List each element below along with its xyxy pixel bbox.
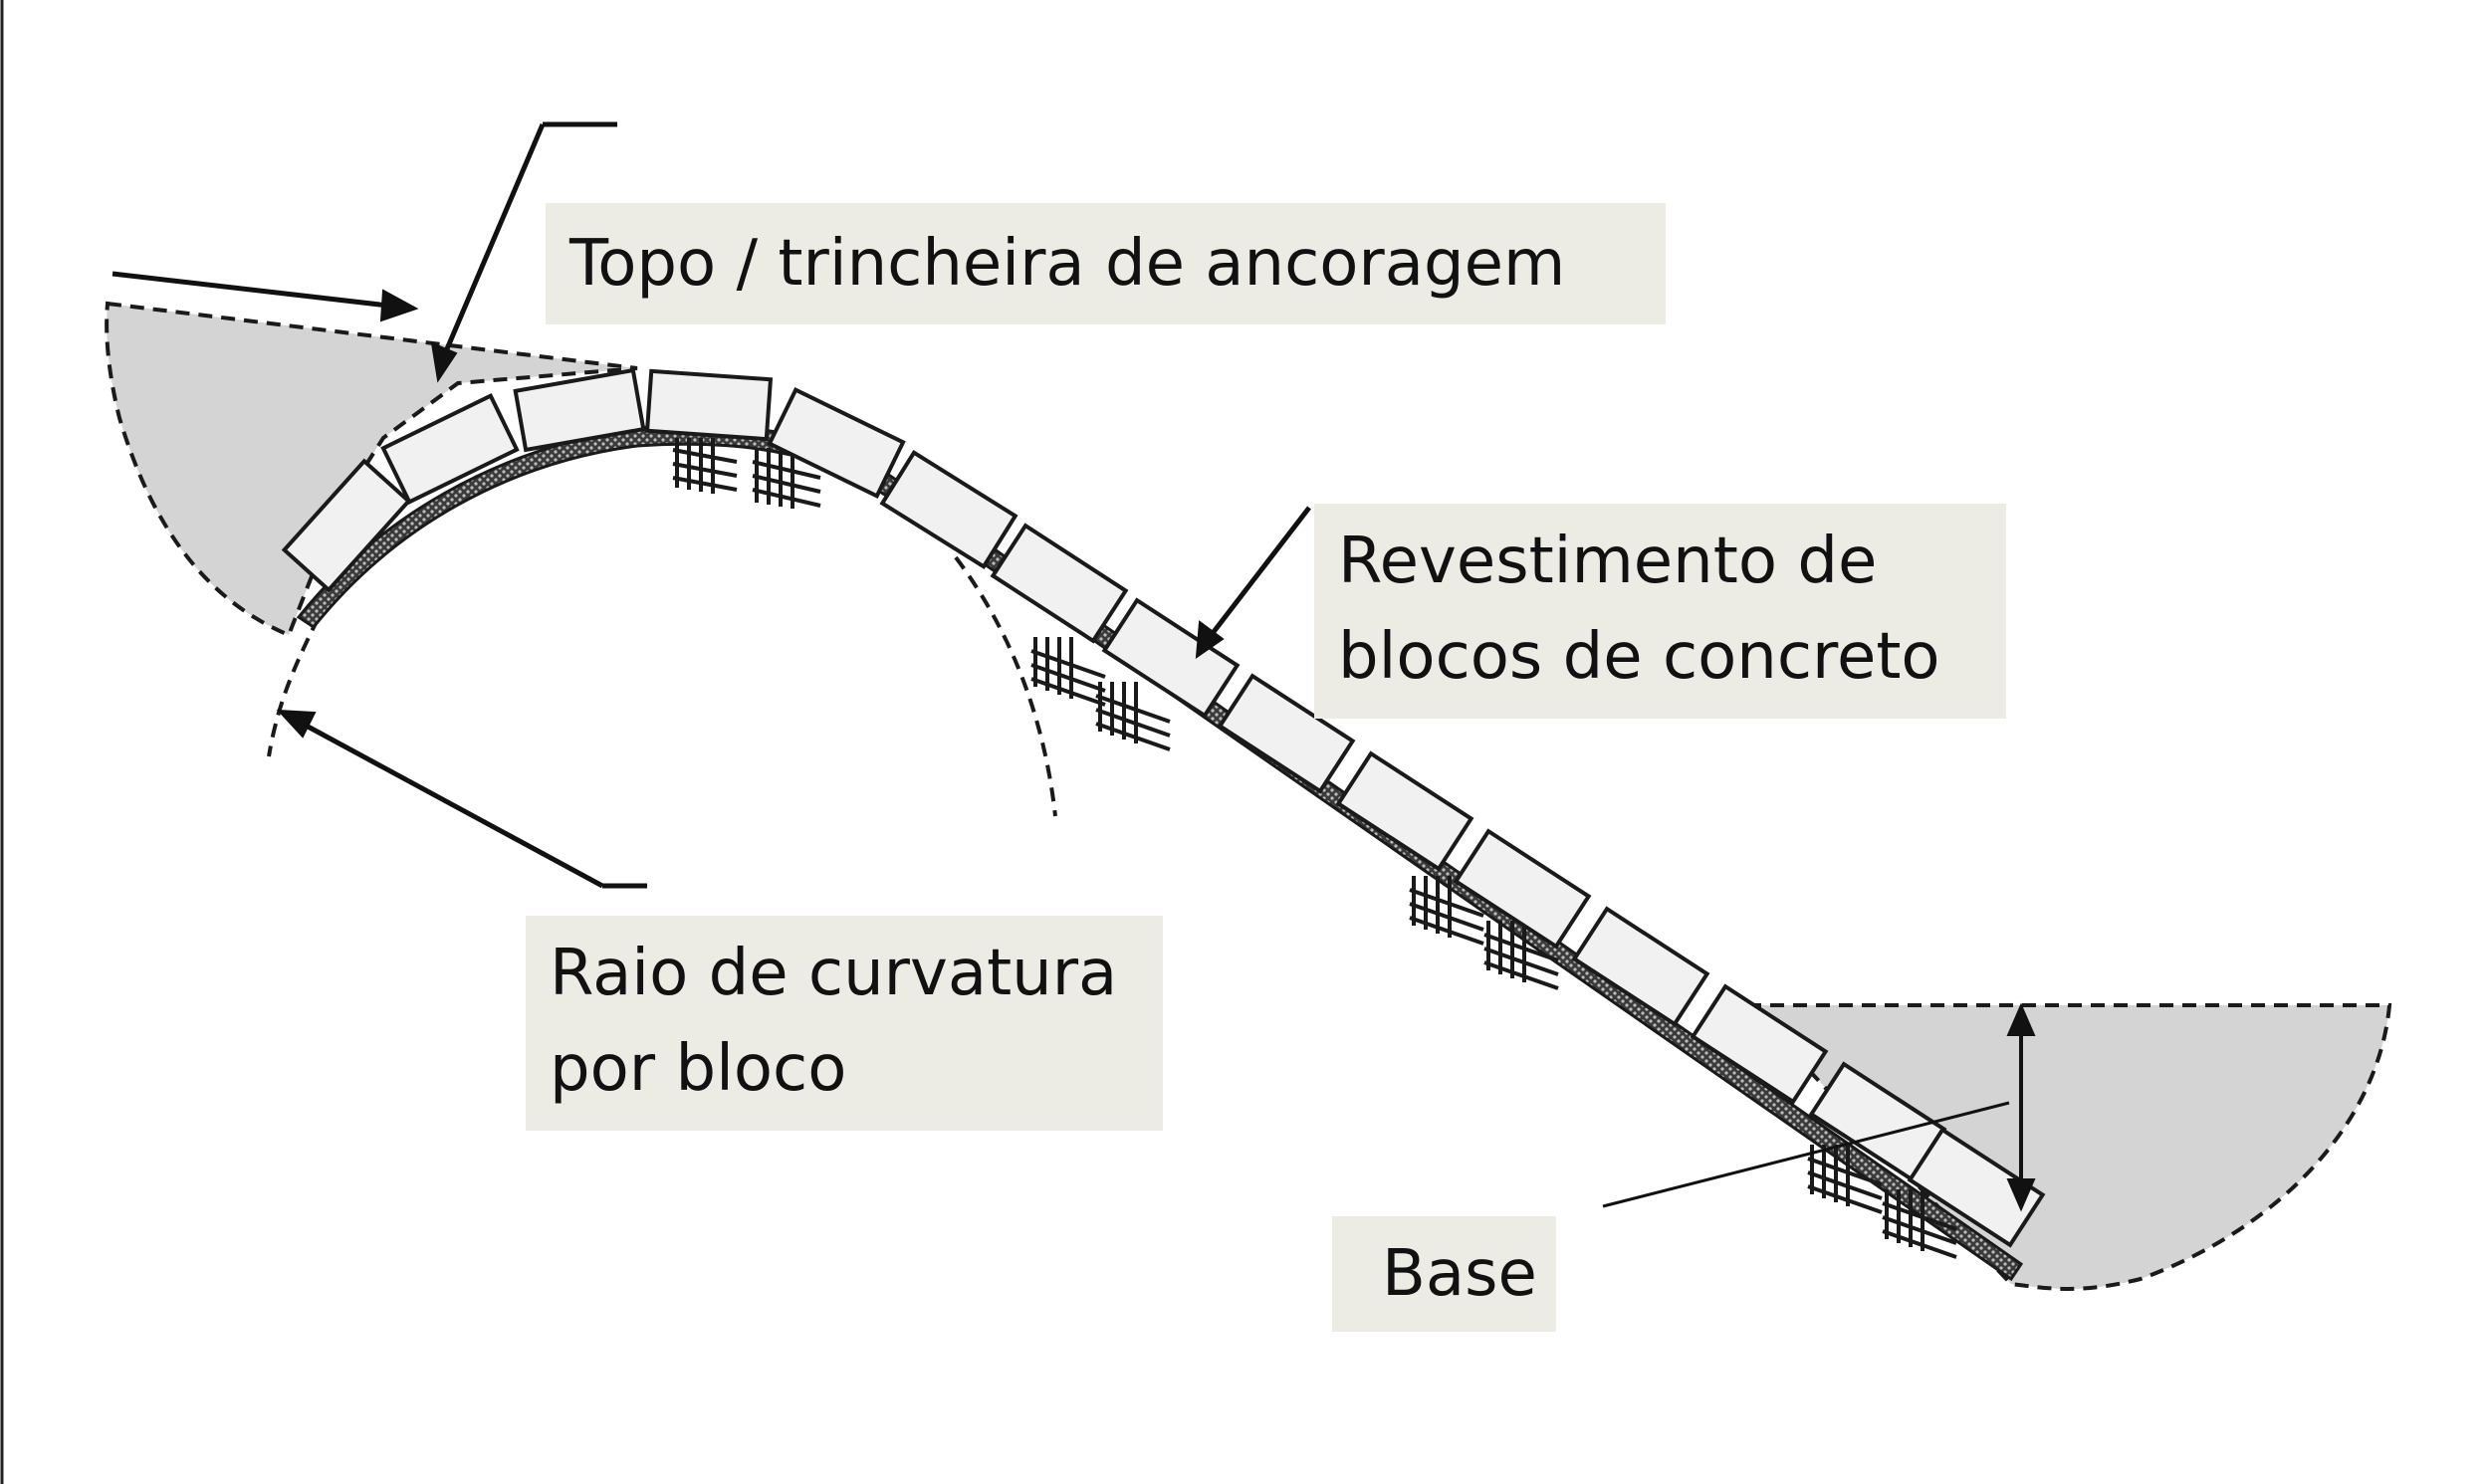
lining-leader-arrowhead xyxy=(1195,620,1225,660)
label-block-lining-line-1: Revestimento de xyxy=(1338,525,1878,598)
label-block-lining: Revestimento de blocos de concreto xyxy=(1314,504,2006,719)
curvature-arc-left xyxy=(267,596,331,757)
base-dimension-arrow-bottom xyxy=(2006,1178,2036,1212)
anchor-4 xyxy=(1095,682,1171,751)
anchor-3 xyxy=(1030,637,1106,707)
label-base: Base xyxy=(1332,1216,1556,1332)
radius-leader-diagonal xyxy=(297,719,604,889)
concrete-block-9 xyxy=(1217,673,1356,794)
concrete-block-4 xyxy=(644,368,774,442)
flow-arrow-head xyxy=(379,289,419,322)
concrete-block-8 xyxy=(1101,597,1241,719)
concrete-blocks xyxy=(281,367,2046,1248)
concrete-block-6 xyxy=(879,450,1018,569)
label-anchor-trench-text: Topo / trincheira de ancoragem xyxy=(569,227,1566,301)
concrete-block-11 xyxy=(1453,828,1592,950)
concrete-block-1 xyxy=(281,458,412,593)
concrete-block-10 xyxy=(1335,750,1474,872)
radius-leader-arrowhead xyxy=(276,709,317,739)
label-block-lining-line-2: blocos de concreto xyxy=(1338,620,1940,694)
base-dimension-arrow-top xyxy=(2006,1002,2036,1036)
flow-arrow-line xyxy=(112,271,389,309)
base-leader-line xyxy=(1602,1101,2010,1208)
label-curvature-radius-line-1: Raio de curvatura xyxy=(550,937,1118,1010)
top-leader-arrowhead xyxy=(430,341,458,383)
anchor-7 xyxy=(1807,1145,1883,1214)
leader-lines xyxy=(112,121,2036,1212)
concrete-block-12 xyxy=(1571,906,1710,1027)
concrete-block-3 xyxy=(513,367,646,453)
lining-leader-line xyxy=(1208,506,1311,639)
anchor-2 xyxy=(752,448,821,509)
anchor-5 xyxy=(1409,876,1484,946)
concrete-block-13 xyxy=(1690,983,1829,1105)
concrete-block-7 xyxy=(990,523,1129,644)
upper-soil-region xyxy=(105,301,638,638)
top-leader-diagonal xyxy=(440,123,546,359)
anchor-group xyxy=(672,438,1957,1259)
curvature-arc-right xyxy=(954,555,1057,817)
label-curvature-radius: Raio de curvatura por bloco xyxy=(526,916,1163,1131)
gravel-bedding xyxy=(296,424,2024,1282)
anchor-1 xyxy=(672,438,738,494)
anchor-8 xyxy=(1882,1189,1957,1259)
anchor-6 xyxy=(1483,921,1559,990)
label-anchor-trench: Topo / trincheira de ancoragem xyxy=(546,203,1666,324)
lower-soil-region xyxy=(1742,1003,2392,1291)
concrete-block-2 xyxy=(380,393,520,505)
concrete-block-15 xyxy=(1907,1127,2046,1248)
label-curvature-radius-line-2: por bloco xyxy=(550,1032,847,1106)
concrete-block-5 xyxy=(767,387,906,499)
label-base-text: Base xyxy=(1382,1237,1537,1311)
